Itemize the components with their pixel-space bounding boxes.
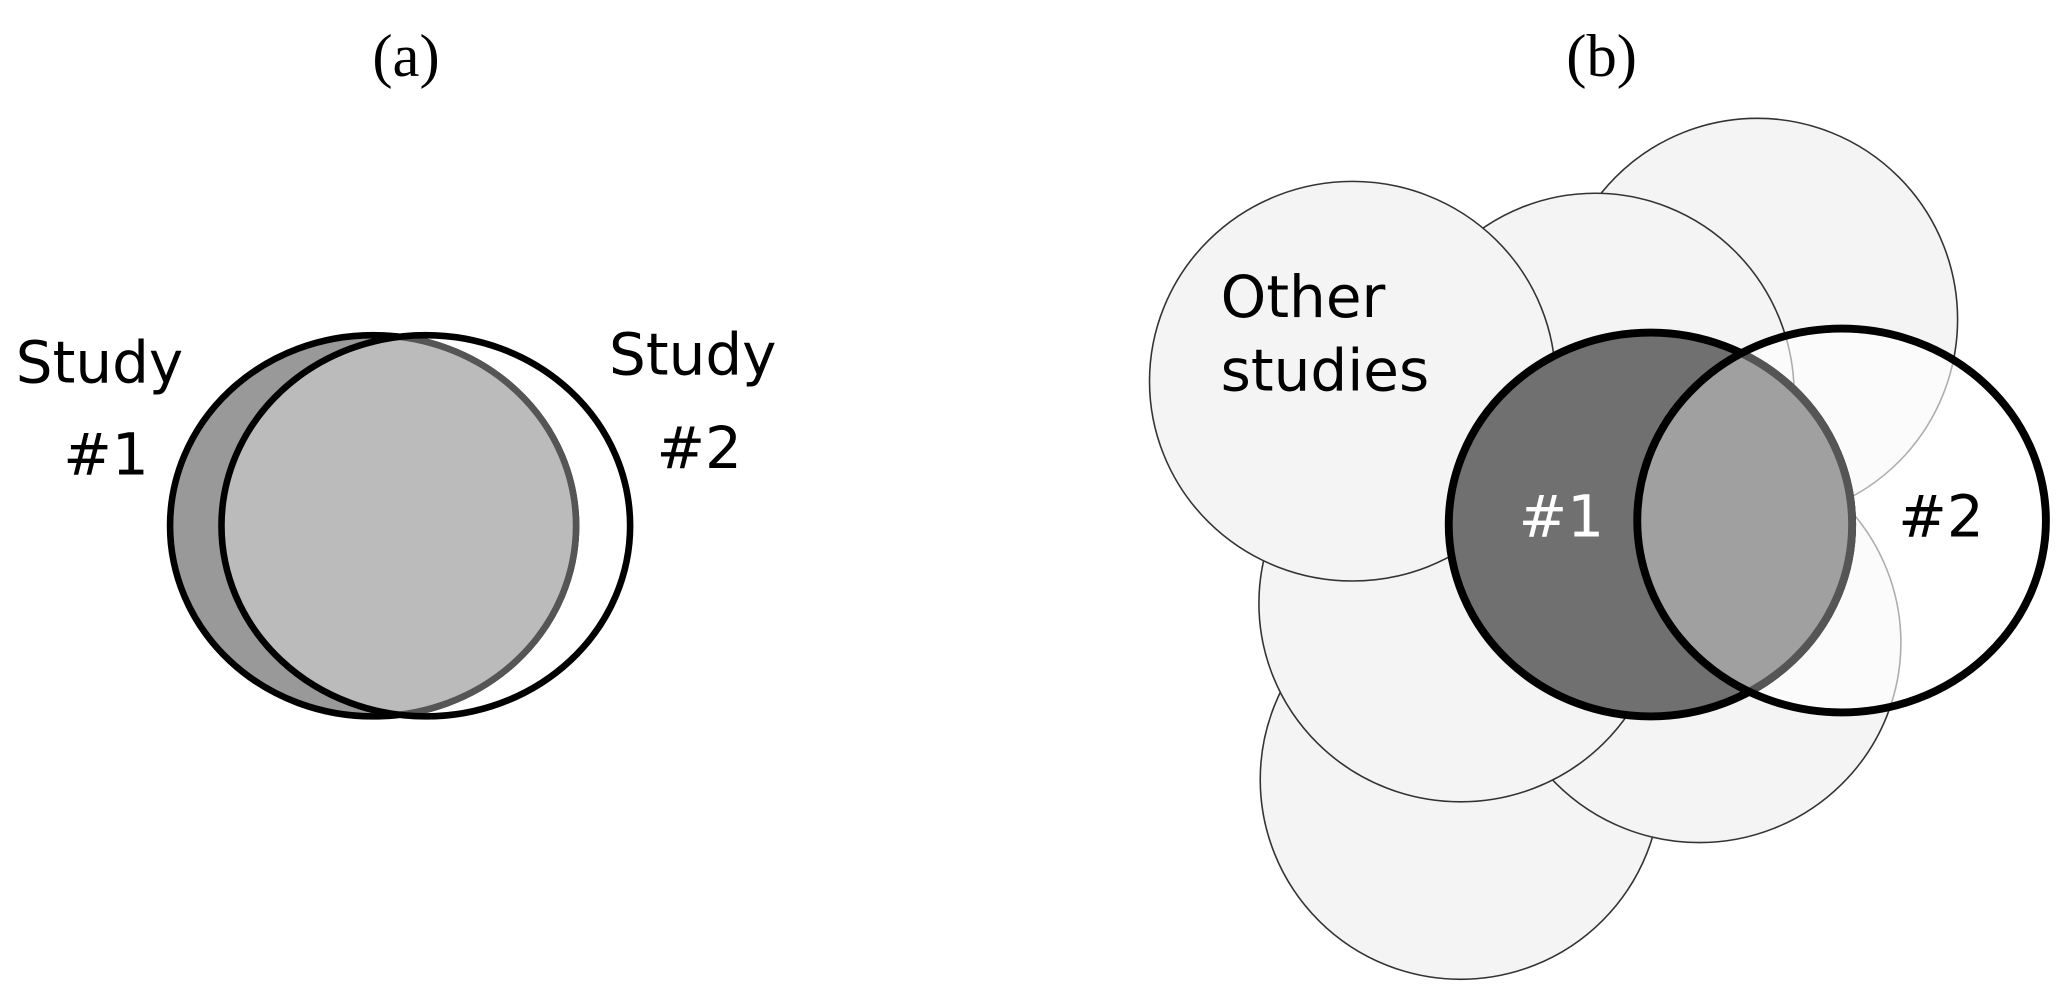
panel-a-title: (a) (372, 23, 439, 90)
study2-label-b: #2 (1898, 482, 1983, 550)
study1-label-line1: Study (16, 329, 183, 397)
study1-label-line2: #1 (63, 421, 148, 489)
other-label-line2: studies (1221, 336, 1430, 404)
study2-label-line2: #2 (656, 414, 741, 482)
study1-label-b: #1 (1519, 482, 1604, 550)
panel-b-title: (b) (1566, 23, 1637, 90)
overlap-region-a (221, 335, 580, 717)
study2-outline-a (218, 331, 634, 720)
panel-b: (b) Other studies #1 #2 (1148, 23, 2050, 981)
study2-label-line1: Study (609, 321, 776, 389)
study2-outline-b (1633, 324, 2050, 717)
panel-a: (a) Study #1 Study #2 (16, 23, 776, 720)
other-label-line1: Other (1221, 263, 1386, 331)
